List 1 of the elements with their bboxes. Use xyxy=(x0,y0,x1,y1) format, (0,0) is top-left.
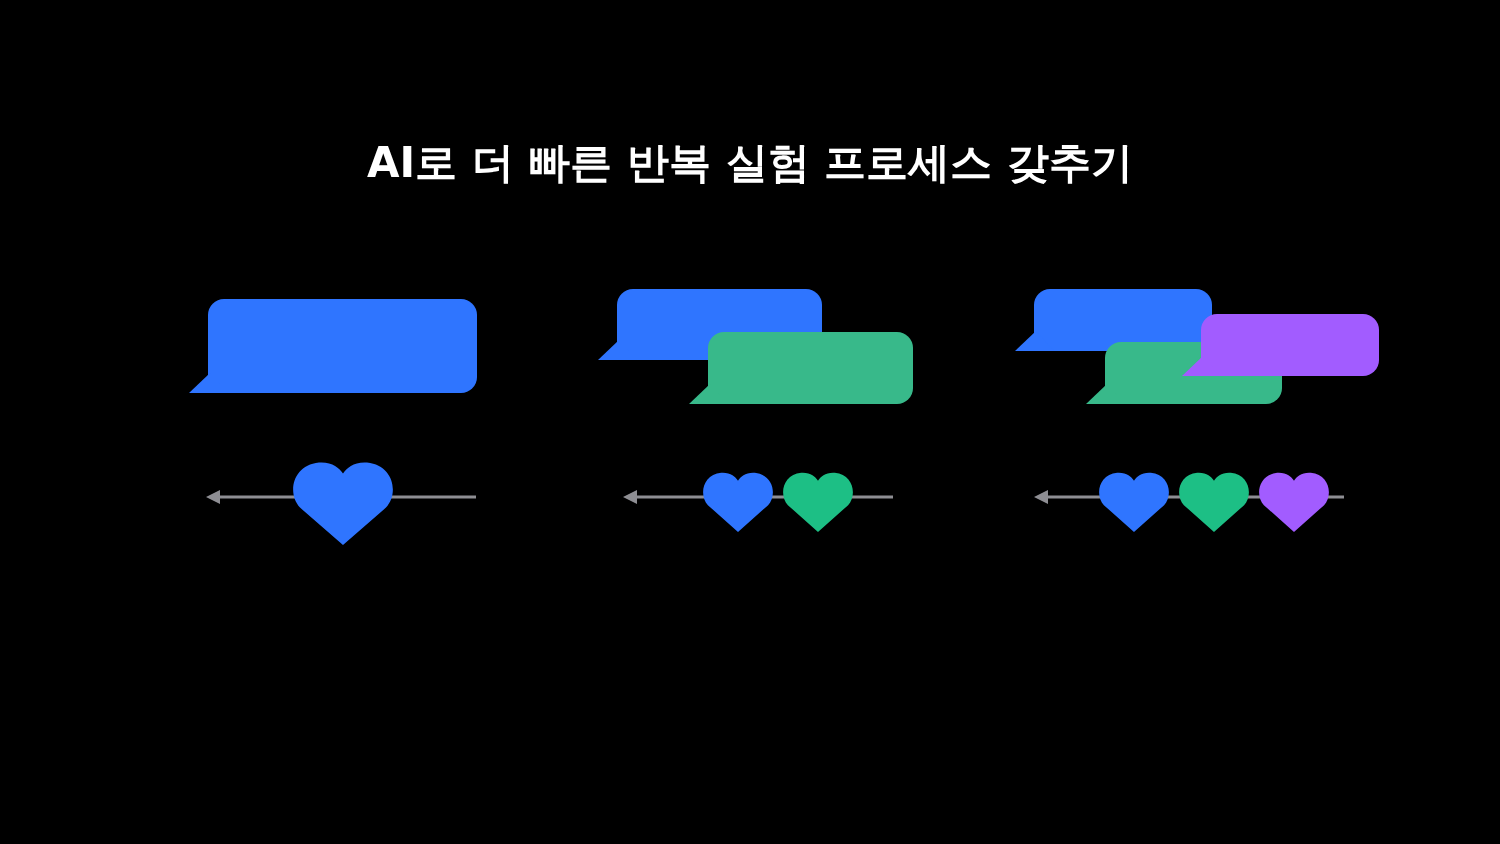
slide-title: AI로 더 빠른 반복 실험 프로세스 갖추기 xyxy=(366,137,1134,189)
